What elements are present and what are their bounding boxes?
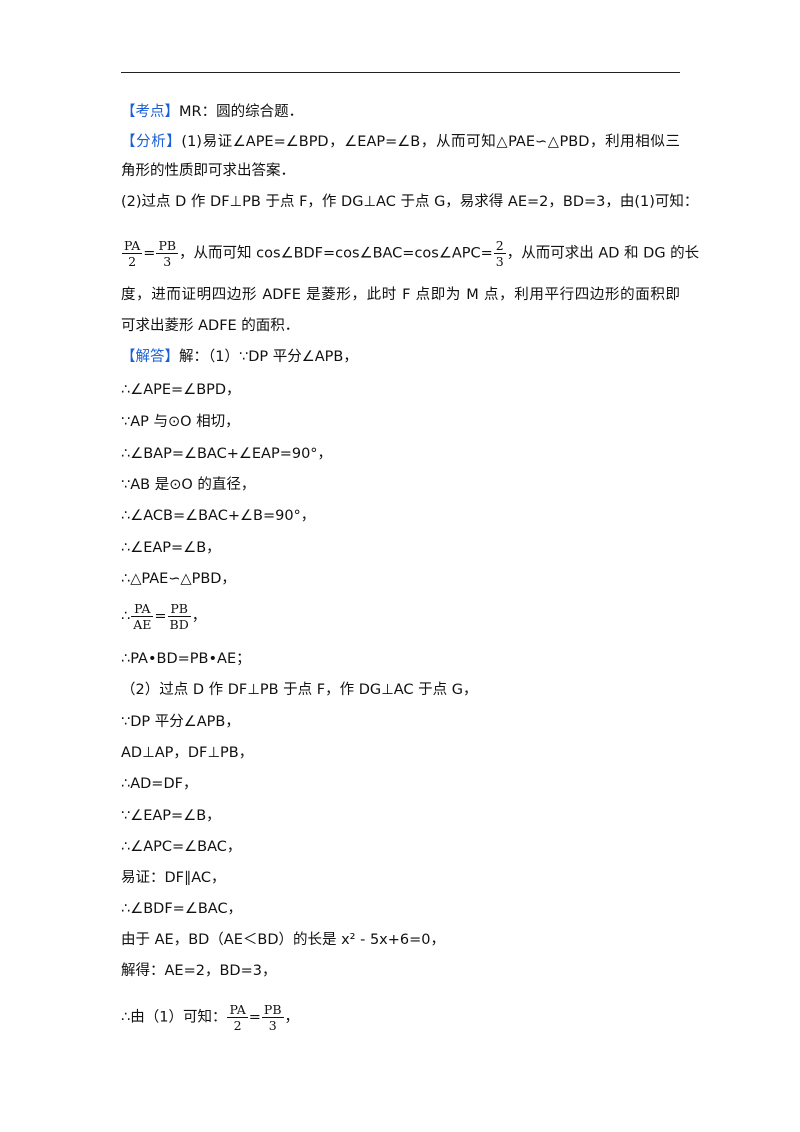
equals-sign: = — [143, 245, 156, 262]
step-9: ∴PA•BD=PB•AE； — [121, 651, 251, 667]
step-10: （2）过点 D 作 DF⊥PB 于点 F，作 DG⊥AC 于点 G， — [121, 682, 478, 698]
step-7: ∴△PAE∽△PBD， — [121, 571, 236, 587]
step-2: ∵AP 与⊙O 相切， — [121, 414, 240, 430]
step-17: ∴∠BDF=∠BAC， — [121, 901, 243, 917]
fenxi-line-2: 角形的性质即可求出答案． — [121, 163, 295, 179]
fenxi-line-3: (2)过点 D 作 DF⊥PB 于点 F，作 DG⊥AC 于点 G，易求得 AE… — [121, 194, 699, 210]
therefore-symbol: ∴ — [121, 608, 131, 625]
step-13: ∴AD=DF， — [121, 776, 198, 792]
step-3: ∴∠BAP=∠BAC+∠EAP=90°， — [121, 446, 333, 462]
jieda-line: 【解答】解：（1）∵DP 平分∠APB， — [121, 347, 358, 367]
kaodian-tag: 【考点】 — [121, 104, 179, 120]
step-11: ∵DP 平分∠APB， — [121, 714, 240, 730]
step-15: ∴∠APC=∠BAC， — [121, 839, 242, 855]
step-14: ∵∠EAP=∠B， — [121, 808, 221, 824]
jieda-tag: 【解答】 — [121, 349, 179, 365]
step-20-prefix: ∴由（1）可知： — [121, 1009, 227, 1026]
fenxi-line-5: 度，进而证明四边形 ADFE 是菱形，此时 F 点即为 M 点，利用平行四边形的… — [121, 287, 680, 303]
comma: ， — [191, 608, 207, 625]
step-6: ∴∠EAP=∠B， — [121, 540, 221, 556]
fenxi-text-4-tail: ，从而可求出 AD 和 DG 的长 — [506, 245, 700, 262]
fenxi-line-1: 【分析】(1)易证∠APE=∠BPD，∠EAP=∠B，从而可知△PAE∽△PBD… — [121, 132, 680, 152]
step-1: ∴∠APE=∠BPD， — [121, 382, 241, 398]
fenxi-text-1: (1)易证∠APE=∠BPD，∠EAP=∠B，从而可知△PAE∽△PBD，利用相… — [181, 134, 680, 150]
step-5: ∴∠ACB=∠BAC+∠B=90°， — [121, 508, 316, 524]
fenxi-line-6: 可求出菱形 ADFE 的面积． — [121, 318, 300, 334]
fenxi-tag: 【分析】 — [121, 134, 182, 150]
step-16: 易证：DF∥AC， — [121, 870, 226, 886]
equals-sign: = — [154, 608, 167, 625]
step-4: ∵AB 是⊙O 的直径， — [121, 477, 256, 493]
step-19: 解得：AE=2，BD=3， — [121, 963, 277, 979]
header-rule — [121, 72, 680, 73]
comma: ， — [284, 1009, 300, 1026]
equals-sign: = — [248, 1009, 261, 1026]
jieda-text: 解：（1）∵DP 平分∠APB， — [179, 349, 358, 365]
kaodian-line: 【考点】MR：圆的综合题． — [121, 102, 303, 122]
kaodian-text: MR：圆的综合题． — [179, 104, 304, 120]
fenxi-text-4-mid: ，从而可知 cos∠BDF=cos∠BAC=cos∠APC= — [179, 245, 493, 262]
step-12: AD⊥AP，DF⊥PB， — [121, 745, 254, 761]
step-18: 由于 AE，BD（AE＜BD）的长是 x² - 5x+6=0， — [121, 932, 446, 948]
